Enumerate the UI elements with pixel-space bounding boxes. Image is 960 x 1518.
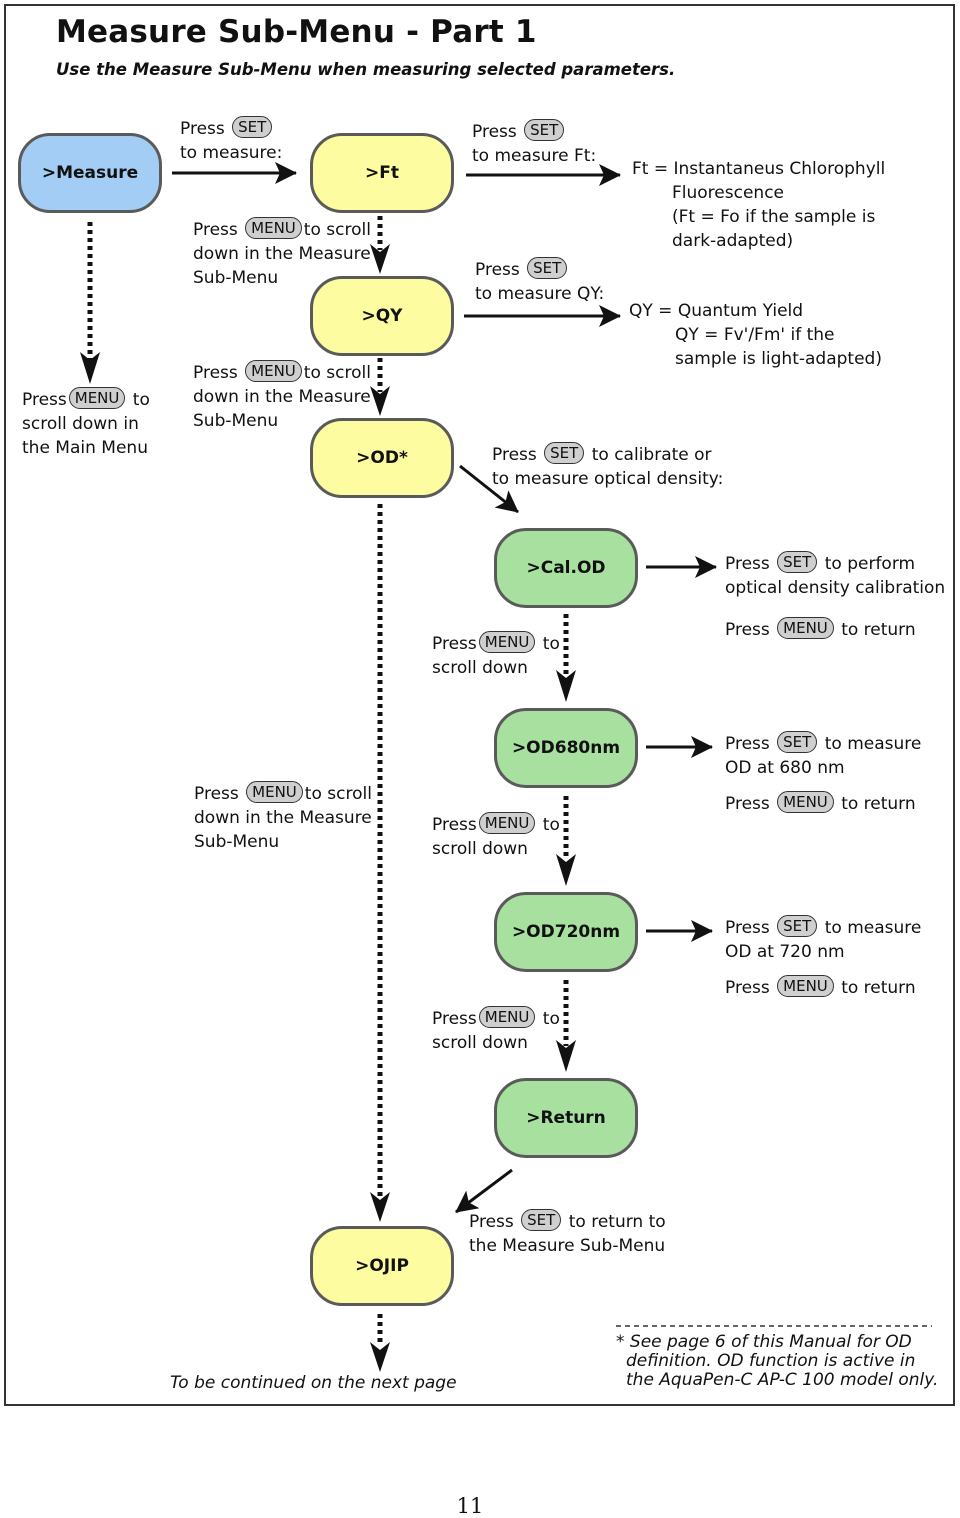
menu-key-icon: MENU: [777, 975, 834, 997]
arrowhead-od680-to-od720: [556, 854, 576, 886]
set-key-icon: SET: [777, 731, 818, 753]
label-press-set-perform: Press SET to perform optical density cal…: [725, 551, 946, 598]
menu-key-icon: MENU: [777, 617, 834, 639]
label-press-set-measure-680: Press SET to measure OD at 680 nm: [725, 731, 922, 778]
arrowhead-od720-to-return: [556, 1040, 576, 1072]
arrowhead-od-to-ojip: [370, 1192, 390, 1222]
set-key-icon: SET: [524, 119, 565, 141]
set-key-icon: SET: [777, 551, 818, 573]
label-press-set-return-to: Press SET to return to the Measure Sub-M…: [469, 1209, 666, 1256]
page-number: 11: [456, 1494, 484, 1518]
label-press-menu-return-1: Press MENU to return: [725, 617, 916, 640]
label-press-set-qy: Press SET to measure QY:: [475, 257, 605, 304]
menu-key-icon: MENU: [246, 781, 303, 803]
label-press-set-measure: Press SET to measure:: [180, 116, 283, 163]
menu-key-icon: MENU: [245, 217, 302, 239]
label-press-menu-return-3: Press MENU to return: [725, 975, 916, 998]
menu-key-icon: MENU: [478, 812, 536, 834]
set-key-icon: SET: [777, 915, 818, 937]
menu-key-icon: MENU: [245, 360, 302, 382]
continued-note: To be continued on the next page: [170, 1373, 457, 1393]
arrow-od-to-calod: [459, 464, 519, 514]
od-footnote: * See page 6 of this Manual for OD defin…: [616, 1332, 939, 1390]
node-od: >OD*: [310, 418, 454, 498]
node-qy: >QY: [310, 276, 454, 356]
arrowhead-ojip-down: [370, 1342, 390, 1372]
arrowhead-measure-down: [80, 352, 100, 384]
menu-key-icon: MENU: [478, 1006, 536, 1028]
arrow-return-to-ojip: [455, 1168, 513, 1214]
description-qy: QY = Quantum Yield QY = Fv'/Fm' if the s…: [629, 301, 882, 369]
menu-key-icon: MENU: [478, 631, 536, 653]
node-measure: >Measure: [18, 133, 162, 213]
page-subtitle: Use the Measure Sub-Menu when measuring …: [56, 60, 676, 79]
arrowhead-qy-to-od: [370, 386, 390, 416]
set-key-icon: SET: [527, 257, 568, 279]
set-key-icon: SET: [521, 1209, 562, 1231]
node-od720nm: >OD720nm: [494, 892, 638, 972]
set-key-icon: SET: [232, 116, 273, 138]
node-od680nm: >OD680nm: [494, 708, 638, 788]
page-title: Measure Sub-Menu - Part 1: [56, 14, 537, 50]
label-press-menu-return-2: Press MENU to return: [725, 791, 916, 814]
label-press-set-measure-720: Press SET to measure OD at 720 nm: [725, 915, 922, 962]
node-ft: >Ft: [310, 133, 454, 213]
node-return: >Return: [494, 1078, 638, 1158]
set-key-icon: SET: [544, 442, 585, 464]
arrowhead-ft-to-qy: [370, 244, 390, 274]
page-frame: [4, 4, 955, 1406]
menu-key-icon: MENU: [777, 791, 834, 813]
node-cal-od: >Cal.OD: [494, 528, 638, 608]
label-press-set-ft: Press SET to measure Ft:: [472, 119, 597, 166]
label-press-set-calibrate: Press SET to calibrate or to measure opt…: [492, 442, 724, 489]
arrowhead-calod-to-od680: [556, 670, 576, 702]
node-ojip: >OJIP: [310, 1226, 454, 1306]
menu-key-icon: MENU: [68, 387, 126, 409]
description-ft: Ft = Instantaneus Chlorophyll Fluorescen…: [632, 159, 886, 251]
